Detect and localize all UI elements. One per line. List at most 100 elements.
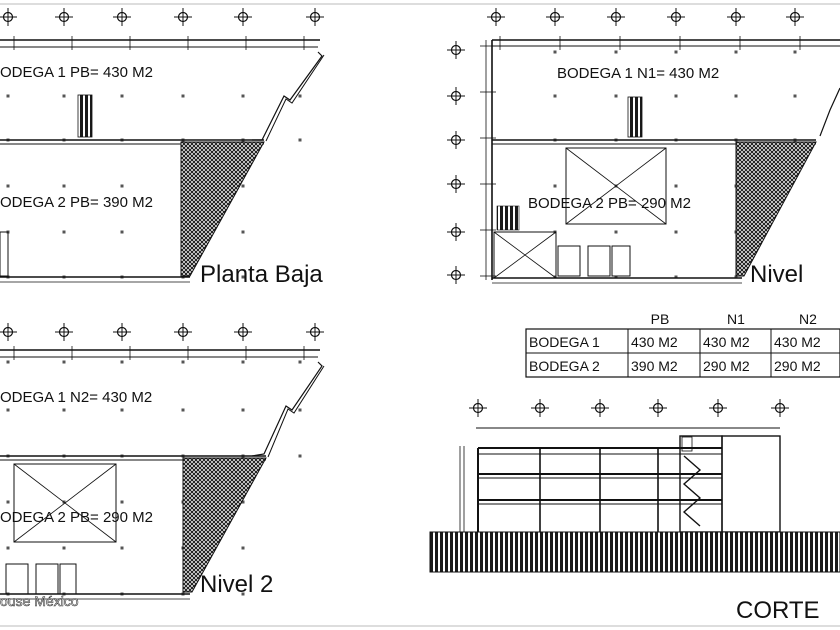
column-marker xyxy=(674,275,678,279)
grid-axis-marker xyxy=(709,399,727,417)
column-marker xyxy=(120,500,124,504)
row-label: BODEGA 2 xyxy=(529,358,600,374)
grid-axis-marker xyxy=(306,8,324,26)
column-marker xyxy=(120,94,124,98)
column-marker xyxy=(614,230,618,234)
plan-title: Nivel 2 xyxy=(200,571,273,598)
grid-axis-marker xyxy=(113,8,131,26)
column-marker xyxy=(6,184,10,188)
row-label: BODEGA 1 xyxy=(529,334,600,350)
table-cell: 430 M2 xyxy=(703,334,750,350)
grid-axis-marker xyxy=(546,8,564,26)
column-marker xyxy=(734,50,738,54)
grid-axis-marker xyxy=(447,223,465,241)
foundation-hatch xyxy=(429,531,840,573)
plan-nivel-1: BODEGA 1 N1= 430 M2 BODEGA 2 PB= 290 M2 … xyxy=(485,39,840,288)
bodega2-area-label: ODEGA 2 PB= 290 M2 xyxy=(0,509,153,526)
elevator-x-marker xyxy=(493,231,557,279)
column-marker xyxy=(793,50,797,54)
column-marker xyxy=(181,408,185,412)
column-marker xyxy=(6,94,10,98)
column-marker xyxy=(674,230,678,234)
grid-axis-marker xyxy=(649,399,667,417)
column-marker xyxy=(674,184,678,188)
table-header: N2 xyxy=(799,311,817,327)
column-marker xyxy=(298,138,302,142)
grid-axis-marker xyxy=(786,8,804,26)
grid-axis-marker xyxy=(447,175,465,193)
table-row: BODEGA 2 390 M2 290 M2 290 M2 xyxy=(529,358,821,374)
column-marker xyxy=(6,500,10,504)
column-marker xyxy=(674,94,678,98)
restroom-icon xyxy=(5,563,29,595)
column-marker xyxy=(298,360,302,364)
bodega1-area-label: BODEGA 1 N1= 430 M2 xyxy=(557,65,719,82)
grid-axis-marker xyxy=(607,8,625,26)
section-title: CORTE xyxy=(736,597,820,624)
column-marker xyxy=(120,230,124,234)
stair-ramp-hatch xyxy=(180,141,265,277)
column-marker xyxy=(614,50,618,54)
column-marker xyxy=(241,546,245,550)
grid-axis-marker xyxy=(591,399,609,417)
grid-axis-marker xyxy=(771,399,789,417)
column-marker xyxy=(62,230,66,234)
column-marker xyxy=(6,546,10,550)
restroom-icon xyxy=(35,563,59,595)
column-marker xyxy=(6,408,10,412)
column-marker xyxy=(553,50,557,54)
grid-axis-marker xyxy=(55,323,73,341)
restroom-icon xyxy=(557,245,581,277)
column-marker xyxy=(614,275,618,279)
column-marker xyxy=(241,592,245,596)
table-cell: 290 M2 xyxy=(703,358,750,374)
grid-axis-marker xyxy=(174,8,192,26)
column-marker xyxy=(62,94,66,98)
bodega1-area-label: ODEGA 1 N2= 430 M2 xyxy=(0,389,152,406)
stair-ramp-hatch xyxy=(735,141,817,277)
table-header: N1 xyxy=(727,311,745,327)
column-marker xyxy=(181,360,185,364)
stair-icon xyxy=(496,205,520,231)
grid-axis-marker xyxy=(469,399,487,417)
table-cell: 430 M2 xyxy=(774,334,821,350)
table-header: PB xyxy=(651,311,670,327)
column-marker xyxy=(120,360,124,364)
plan-title: Nivel xyxy=(750,261,803,288)
column-marker xyxy=(793,94,797,98)
plan-title: Planta Baja xyxy=(200,261,323,288)
grid-axis-marker xyxy=(234,8,252,26)
column-marker xyxy=(120,546,124,550)
grid-axis-marker xyxy=(55,8,73,26)
stair-icon xyxy=(627,96,643,138)
grid-axis-marker xyxy=(447,41,465,59)
plan-planta-baja: ODEGA 1 PB= 430 M2 ODEGA 2 PB= 390 M2 Pl… xyxy=(0,39,325,288)
stair-icon xyxy=(77,94,93,138)
grid-axis-marker xyxy=(447,87,465,105)
bodega2-area-label: ODEGA 2 PB= 390 M2 xyxy=(0,194,153,211)
table-cell: 390 M2 xyxy=(631,358,678,374)
section-corte: CORTE xyxy=(429,427,840,624)
column-marker xyxy=(181,94,185,98)
column-marker xyxy=(241,500,245,504)
watermark: ouse México xyxy=(0,593,79,609)
void-x-marker xyxy=(13,463,117,543)
column-marker xyxy=(241,408,245,412)
grid-axis-marker xyxy=(0,8,17,26)
column-marker xyxy=(62,360,66,364)
column-marker xyxy=(241,230,245,234)
column-marker xyxy=(241,360,245,364)
grid-axis-marker xyxy=(447,266,465,284)
column-marker xyxy=(62,408,66,412)
column-marker xyxy=(298,454,302,458)
column-marker xyxy=(62,184,66,188)
grid-axis-marker xyxy=(174,323,192,341)
table-row: BODEGA 1 430 M2 430 M2 430 M2 xyxy=(529,334,821,350)
grid-axis-marker xyxy=(487,8,505,26)
grid-axis-marker xyxy=(306,323,324,341)
column-marker xyxy=(298,94,302,98)
stair-icon xyxy=(682,455,702,527)
column-marker xyxy=(734,275,738,279)
grid-axis-marker xyxy=(447,131,465,149)
